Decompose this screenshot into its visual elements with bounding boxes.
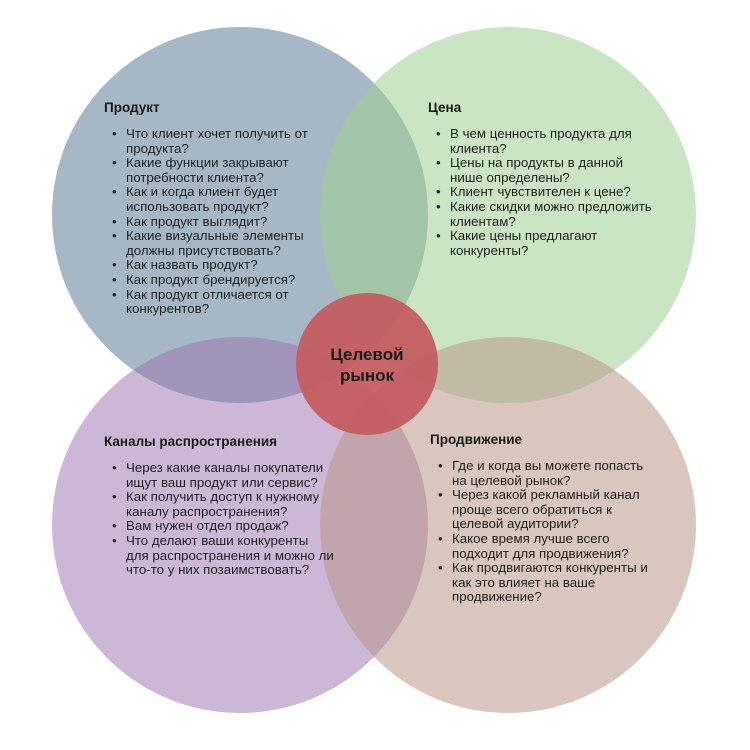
channels-title: Каналы распространения [104, 434, 278, 449]
channels-section: Каналы распространения Через какие канал… [104, 434, 334, 578]
question-item: Что клиент хочет получить от продукта? [112, 126, 339, 156]
question-item: Где и когда вы можете попасть на целевой… [438, 458, 660, 488]
question-item: Как и когда клиент будет использовать пр… [112, 185, 339, 214]
product-title: Продукт [104, 100, 160, 115]
question-item: Что делают ваши конкуренты для распростр… [112, 533, 334, 578]
question-item: Какие скидки можно предложить клиентам? [436, 199, 653, 229]
question-item: Через какие каналы покупатели ищут ваш п… [112, 460, 334, 490]
question-item: Какие функции закрывают потребности клие… [112, 155, 339, 185]
question-item: Как продукт отличается от конкурентов? [112, 287, 339, 317]
product-questions: Что клиент хочет получить от продукта?Ка… [104, 126, 339, 317]
question-item: Как получить доступ к нужному каналу рас… [112, 489, 334, 519]
question-item: Какие визуальные элементы должны присутс… [112, 228, 339, 258]
question-item: В чем ценность продукта для клиента? [436, 126, 653, 156]
price-section: Цена В чем ценность продукта для клиента… [428, 100, 653, 258]
product-section: Продукт Что клиент хочет получить от про… [104, 100, 339, 317]
price-questions: В чем ценность продукта для клиента?Цены… [428, 126, 653, 258]
question-item: Как продвигаются конкуренты и как это вл… [438, 560, 660, 605]
target-market-circle [296, 293, 438, 435]
target-market-label: Целевой рынок [330, 345, 404, 385]
question-item: Через какой рекламный канал проще всего … [438, 487, 660, 532]
question-item: Клиент чувствителен к цене? [436, 185, 653, 200]
question-item: Как продукт брендируется? [112, 272, 339, 288]
question-item: Какие цены предлагают конкуренты? [436, 228, 653, 258]
channels-questions: Через какие каналы покупатели ищут ваш п… [104, 460, 334, 578]
question-item: Какое время лучше всего подходит для про… [438, 531, 660, 561]
promotion-questions: Где и когда вы можете попасть на целевой… [430, 458, 660, 605]
promotion-title: Продвижение [430, 432, 523, 447]
question-item: Цены на продукты в данной нише определен… [436, 155, 653, 185]
price-title: Цена [428, 100, 462, 115]
promotion-section: Продвижение Где и когда вы можете попаст… [430, 432, 660, 605]
question-item: Вам нужен отдел продаж? [112, 519, 334, 534]
question-item: Как назвать продукт? [112, 258, 339, 273]
question-item: Как продукт выглядит? [112, 214, 339, 230]
